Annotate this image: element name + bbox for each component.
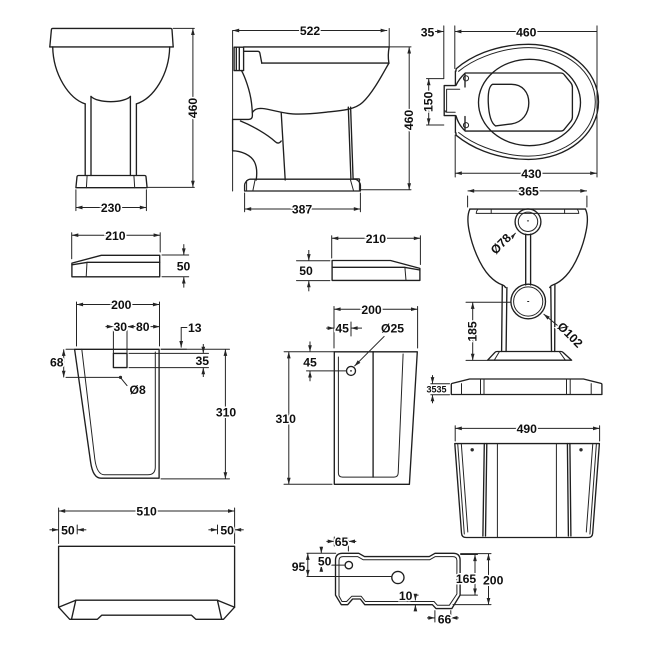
svg-text:35: 35 [421, 25, 435, 39]
svg-text:66: 66 [438, 612, 452, 626]
svg-text:460: 460 [186, 98, 200, 119]
svg-text:68: 68 [50, 356, 64, 370]
svg-text:387: 387 [292, 203, 313, 217]
svg-text:310: 310 [276, 412, 297, 426]
svg-text:460: 460 [402, 110, 416, 131]
svg-text:45: 45 [335, 322, 349, 336]
svg-text:13: 13 [188, 321, 202, 335]
svg-text:Ø8: Ø8 [130, 383, 146, 397]
svg-text:35: 35 [196, 354, 210, 368]
svg-text:230: 230 [101, 201, 122, 215]
svg-text:200: 200 [111, 298, 132, 312]
svg-text:490: 490 [517, 422, 538, 436]
svg-text:50: 50 [318, 555, 332, 569]
svg-text:365: 365 [518, 185, 539, 199]
svg-text:30: 30 [114, 320, 128, 334]
svg-text:150: 150 [422, 91, 436, 112]
svg-text:50: 50 [220, 523, 234, 537]
svg-text:Ø25: Ø25 [381, 322, 404, 336]
svg-text:95: 95 [292, 560, 306, 574]
svg-text:430: 430 [521, 167, 542, 181]
svg-text:510: 510 [136, 505, 157, 519]
svg-text:310: 310 [216, 405, 237, 419]
svg-text:50: 50 [299, 264, 313, 278]
svg-text:460: 460 [516, 25, 537, 39]
svg-text:3535: 3535 [427, 385, 447, 395]
svg-text:80: 80 [136, 320, 150, 334]
svg-text:165: 165 [456, 572, 477, 586]
svg-text:50: 50 [61, 523, 75, 537]
svg-text:50: 50 [177, 260, 191, 274]
svg-text:522: 522 [300, 24, 321, 38]
svg-text:200: 200 [361, 303, 382, 317]
svg-text:185: 185 [466, 321, 480, 342]
svg-text:210: 210 [105, 229, 126, 243]
svg-text:65: 65 [335, 535, 349, 549]
svg-text:210: 210 [366, 232, 387, 246]
svg-text:10: 10 [399, 589, 413, 603]
svg-text:200: 200 [483, 574, 504, 588]
svg-text:45: 45 [303, 355, 317, 369]
